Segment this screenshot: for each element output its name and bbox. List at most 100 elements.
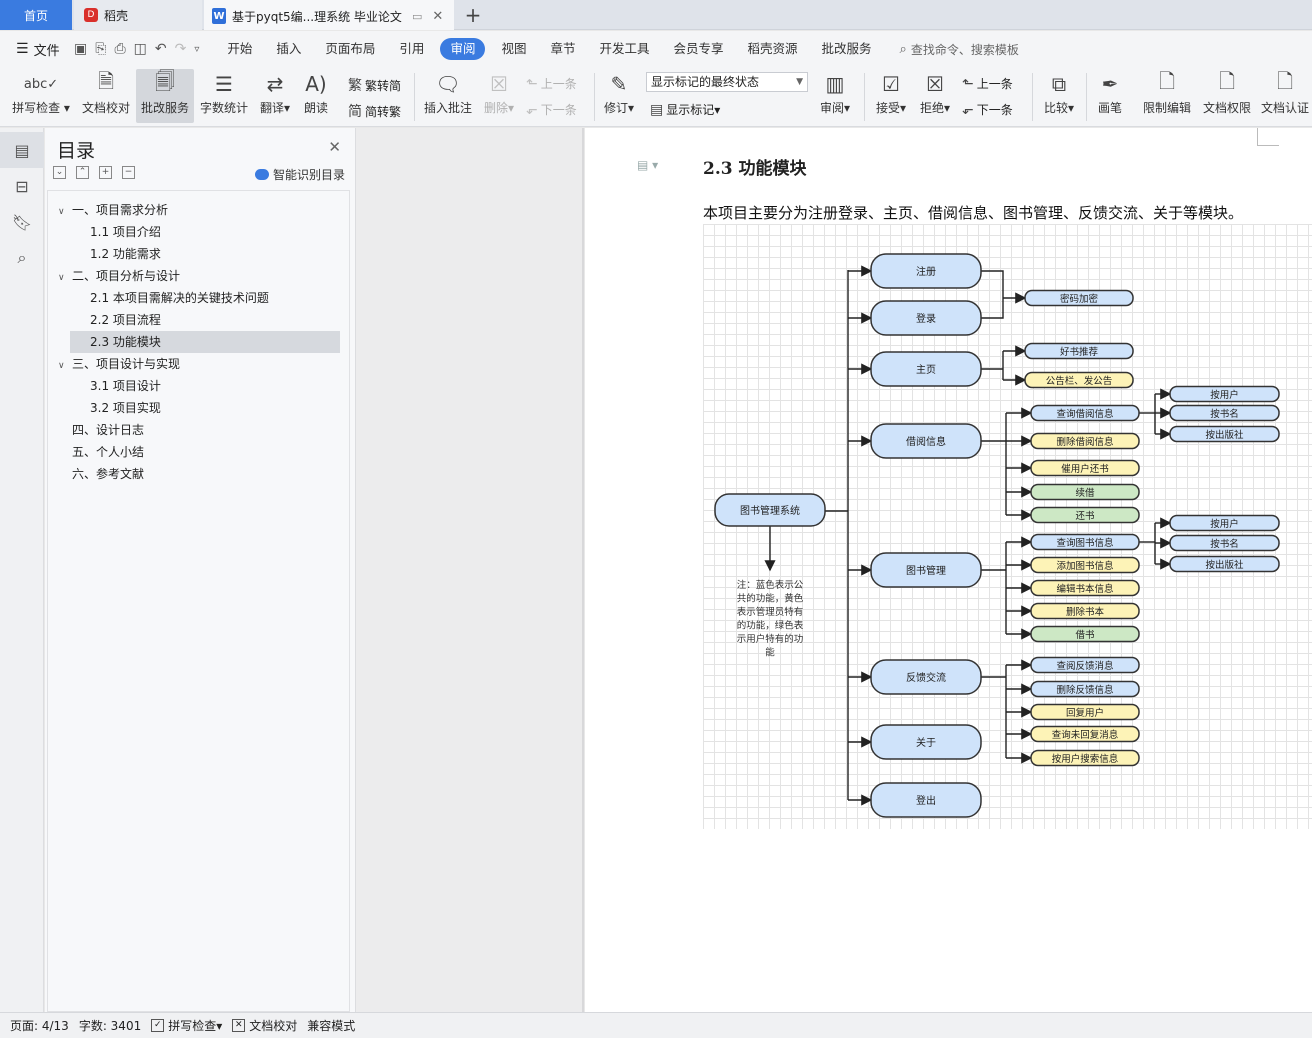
chevron-down-icon[interactable]: ∨ [58,273,65,283]
close-icon[interactable]: ✕ [328,138,341,156]
search-icon[interactable]: ⌕ [17,248,27,267]
save-icon[interactable]: ▣ [74,41,88,57]
diagram-node: 借阅信息 [870,423,982,459]
prev-comment-button[interactable]: ⬑上一条 [526,75,577,92]
trad-to-simp-button[interactable]: 繁繁转简 [348,75,401,95]
insert-comment-button[interactable]: 🗨 插入批注 [422,69,474,117]
toc-item[interactable]: 2.3 功能模块 [70,331,340,353]
diagram-node-label: 还书 [1075,510,1095,522]
toc-item[interactable]: 2.2 项目流程 [70,309,340,331]
menu-references[interactable]: 引用 [399,41,425,56]
chevron-down-icon[interactable]: ∨ [58,361,65,371]
toc-icon[interactable]: ▤ [0,132,44,168]
status-proofread[interactable]: ✕文档校对 [232,1017,297,1034]
file-menu[interactable]: ☰ 文件 [0,40,70,59]
add-heading-icon[interactable]: + [99,166,112,179]
chevron-down-icon[interactable]: ∨ [58,207,65,217]
toc-item[interactable]: 四、设计日志 [58,419,338,441]
export-icon[interactable]: ⎘ [95,41,107,57]
redo-icon[interactable]: ↷ [174,41,187,57]
read-aloud-button[interactable]: A) 朗读 [300,69,332,117]
chapter-nav-icon[interactable]: ⊟ [15,176,29,196]
tab-daoke[interactable]: D 稻壳 [74,0,202,30]
compare-button[interactable]: ⧉ 比较▾ [1040,69,1078,117]
toc-item[interactable]: ∨一、项目需求分析 [58,199,338,221]
doc-certify-button[interactable]: 🗋 文档认证 [1258,69,1312,117]
next-comment-icon: ⬐ [526,101,538,118]
pin-icon[interactable]: ▭ [411,9,423,23]
undo-icon[interactable]: ↶ [154,41,167,57]
bookmark-icon[interactable]: 🔖︎ [11,212,33,232]
diagram-node-label: 按出版社 [1205,429,1244,441]
menu-correction[interactable]: 批改服务 [821,41,872,56]
doc-permission-button[interactable]: 🗋 文档权限 [1200,69,1254,117]
accept-button[interactable]: ☑ 接受▾ [872,69,910,117]
markup-state-select[interactable]: 显示标记的最终状态 ▼ [646,72,808,92]
new-tab-button[interactable]: + [464,3,482,27]
tab-home[interactable]: 首页 [0,0,72,30]
track-changes-button[interactable]: ✎ 修订▾ [600,69,638,117]
delete-comment-button[interactable]: ☒ 删除▾ [480,69,518,117]
collapse-all-icon[interactable]: ⌄ [53,166,66,179]
print-icon[interactable]: ⎙ [114,41,126,57]
toc-item[interactable]: 六、参考文献 [58,463,338,485]
restrict-edit-button[interactable]: 🗋 限制编辑 [1140,69,1194,117]
diagram-node: 查询借阅信息 [1030,404,1140,422]
review-pane-button[interactable]: ▥ 审阅▾ [816,69,854,117]
toc-item[interactable]: 3.1 项目设计 [70,375,340,397]
command-search[interactable]: ⌕ 查找命令、搜索模板 [900,41,1019,58]
menu-daoke-resources[interactable]: 稻壳资源 [747,41,798,56]
diagram-node: 图书管理系统 [714,493,826,527]
tab-document[interactable]: W 基于pyqt5编...理系统 毕业论文 ▭ ✕ [204,0,454,30]
diagram-node-label: 按书名 [1210,408,1239,420]
close-tab-icon[interactable]: ✕ [432,8,444,24]
diagram-node: 反馈交流 [870,659,982,695]
module-diagram-svg: 图书管理系统注：蓝色表示公共的功能，黄色表示管理员特有的功能，绿色表示用户特有的… [714,253,1280,818]
preview-icon[interactable]: ◫ [133,41,147,57]
next-change-button[interactable]: ⬐下一条 [962,101,1013,118]
remove-heading-icon[interactable]: − [122,166,135,179]
toc-item[interactable]: ∨二、项目分析与设计 [58,265,338,287]
menu-member[interactable]: 会员专享 [673,41,724,56]
menu-review[interactable]: 审阅 [440,38,486,60]
menu-insert[interactable]: 插入 [276,41,302,56]
show-markup-button[interactable]: ▤显示标记▾ [650,101,721,118]
word-count[interactable]: 字数: 3401 [78,1019,142,1033]
smart-toc-button[interactable]: 智能识别目录 [254,166,345,183]
simp-to-trad-button[interactable]: 简简转繁 [348,101,401,121]
expand-all-icon[interactable]: ⌃ [76,166,89,179]
toc-item[interactable]: 2.1 本项目需解决的关键技术问题 [70,287,340,309]
trad-to-simp-icon: 繁 [348,78,362,94]
reject-label: 拒绝 [919,101,944,115]
paragraph-handle-icon[interactable]: ▤ ▾ [637,158,659,172]
reject-button[interactable]: ☒ 拒绝▾ [916,69,954,117]
track-changes-icon: ✎ [610,72,628,96]
next-comment-button[interactable]: ⬐下一条 [526,101,577,118]
next-change-label: 下一条 [976,103,1013,117]
translate-button[interactable]: ⇄ 翻译▾ [256,69,294,117]
menu-start[interactable]: 开始 [227,41,253,56]
status-spell-check[interactable]: ✓拼写检查 ▾ [151,1017,222,1034]
menu-chapter[interactable]: 章节 [550,41,576,56]
toc-item[interactable]: ∨三、项目设计与实现 [58,353,338,375]
prev-change-button[interactable]: ⬑上一条 [962,75,1013,92]
next-change-icon: ⬐ [962,101,974,118]
toc-item[interactable]: 1.1 项目介绍 [70,221,340,243]
prev-comment-icon: ⬑ [526,75,538,92]
menu-devtools[interactable]: 开发工具 [599,41,650,56]
menu-view[interactable]: 视图 [501,41,527,56]
correction-service-button[interactable]: 🗐 批改服务 [136,69,194,123]
diagram-node: 登录 [870,300,982,336]
toc-item[interactable]: 五、个人小结 [58,441,338,463]
diagram-node: 按用户搜索信息 [1030,749,1140,767]
page-indicator[interactable]: 页面: 4/13 [10,1019,69,1033]
pen-button[interactable]: ✒ 画笔 [1094,69,1126,117]
menu-layout[interactable]: 页面布局 [325,41,376,56]
spell-check-button[interactable]: abc✓ 拼写检查 ▾ [10,69,72,117]
document-page[interactable]: ▤ ▾ 2.3 功能模块 本项目主要分为注册登录、主页、借阅信息、图书管理、反馈… [585,128,1312,1012]
proofread-button[interactable]: 🗎 文档校对 [78,69,134,117]
more-icon[interactable]: ▿ [194,43,200,55]
toc-item[interactable]: 1.2 功能需求 [70,243,340,265]
word-count-button[interactable]: ☰ 字数统计 [198,69,250,117]
toc-item[interactable]: 3.2 项目实现 [70,397,340,419]
